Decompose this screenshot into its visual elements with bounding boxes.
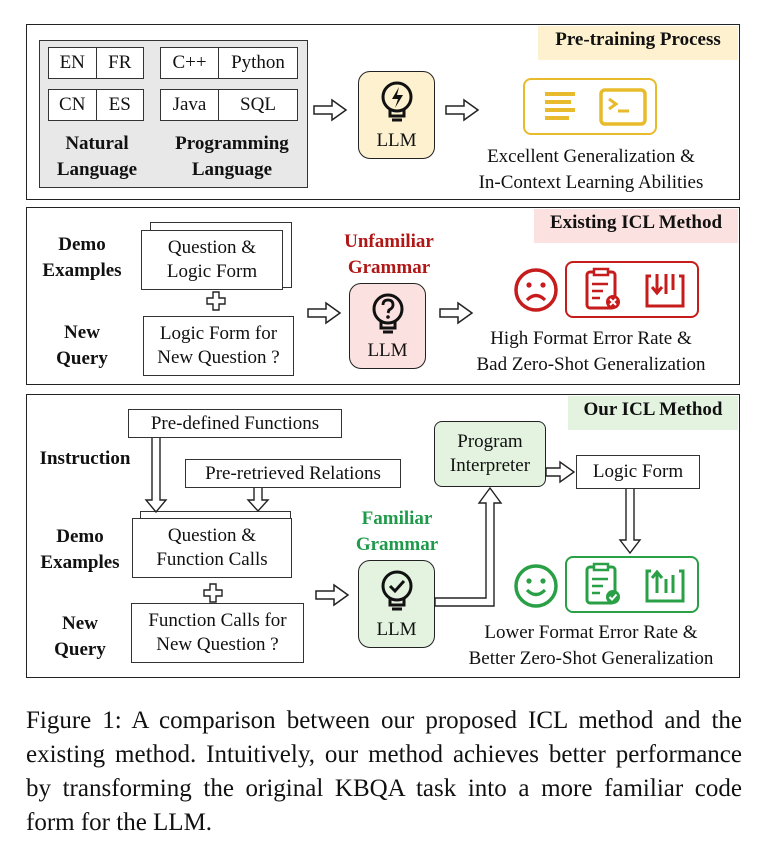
instruction-label: Instruction: [39, 448, 131, 469]
prog-lang-row1: C++ Python: [160, 47, 298, 79]
natural-lang-row1: EN FR: [48, 47, 144, 79]
lang-java: Java: [161, 90, 219, 120]
query-box-ours: Function Calls for New Question ?: [131, 603, 304, 663]
clipboard-check-icon: [585, 562, 620, 605]
prog-lang-row2: Java SQL: [160, 89, 298, 121]
text-lines-icon: [545, 92, 575, 120]
natural-language-label: Natural Language: [56, 133, 138, 180]
lang-en: EN: [49, 48, 97, 78]
new-query-label-ours: New Query: [54, 613, 106, 660]
smile-face-icon: [514, 564, 558, 608]
functions-box: Pre-defined Functions: [128, 409, 342, 438]
existing-icl-tag: Existing ICL Method: [534, 209, 738, 243]
clipboard-error-icon: [585, 267, 620, 310]
llm-ours: LLM: [358, 560, 435, 648]
figure-caption: Figure 1: A comparison between our propo…: [26, 707, 742, 836]
familiar-grammar-label: Familiar Grammar: [355, 508, 439, 555]
lang-cpp: C++: [161, 48, 219, 78]
llm-existing-label: LLM: [367, 340, 408, 361]
query-box-existing: Logic Form for New Question ?: [143, 316, 294, 376]
llm-existing: LLM: [349, 283, 426, 369]
pretraining-tag: Pre-training Process: [538, 26, 738, 60]
error-icons: [565, 261, 699, 318]
pretrain-outcome: Excellent Generalization & In-Context Le…: [478, 146, 704, 193]
unfamiliar-grammar-label: Unfamiliar Grammar: [344, 231, 434, 278]
existing-outcome: High Format Error Rate & Bad Zero-Shot G…: [476, 328, 706, 375]
success-icons: [565, 556, 699, 613]
llm-ours-label: LLM: [376, 619, 417, 640]
relations-box: Pre-retrieved Relations: [185, 459, 401, 488]
lang-cn: CN: [49, 90, 97, 120]
demo-box-ours: Question & Function Calls: [132, 518, 292, 578]
chart-up-icon: [645, 569, 685, 603]
our-icl-tag: Our ICL Method: [568, 396, 738, 430]
terminal-icon: [599, 88, 647, 126]
programming-language-label: Programming Language: [175, 133, 289, 180]
lang-fr: FR: [96, 48, 143, 78]
lang-sql: SQL: [219, 90, 297, 120]
demo-examples-label-ours: Demo Examples: [40, 526, 120, 573]
llm-pretrain: LLM: [358, 71, 435, 159]
natural-lang-row2: CN ES: [48, 89, 144, 121]
logic-form-box: Logic Form: [576, 455, 700, 489]
lang-python: Python: [219, 48, 297, 78]
question-bulb-icon: [372, 293, 403, 334]
sad-face-icon: [514, 268, 558, 312]
our-outcome: Lower Format Error Rate & Better Zero-Sh…: [468, 622, 714, 669]
generalization-icons: [523, 78, 657, 135]
llm-pretrain-label: LLM: [376, 130, 417, 151]
lang-es: ES: [96, 90, 143, 120]
chart-down-icon: [645, 274, 685, 308]
program-interpreter-box: Program Interpreter: [434, 421, 546, 487]
demo-box-existing: Question & Logic Form: [141, 230, 283, 290]
new-query-label: New Query: [56, 322, 108, 369]
check-bulb-icon: [381, 570, 412, 611]
lightning-bulb-icon: [381, 81, 412, 122]
demo-examples-label: Demo Examples: [42, 234, 122, 281]
